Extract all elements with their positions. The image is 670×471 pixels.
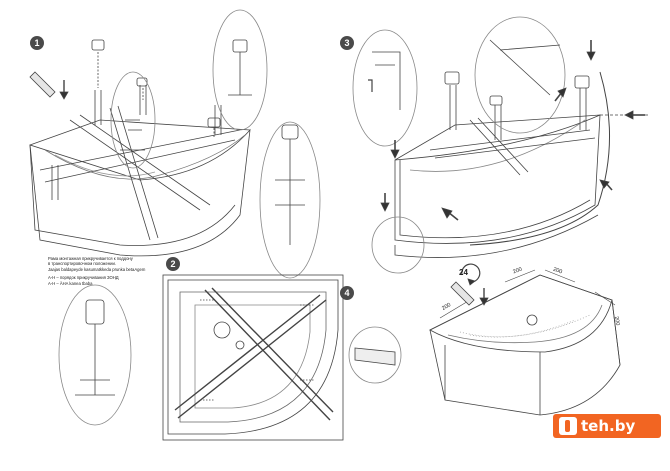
note-line-4: А-Н – порядок прикручивания ЗОНД (48, 275, 119, 281)
step-4-badge: 4 (340, 286, 354, 300)
note-line-5: A-H – ÄHA kanea tbaba (48, 280, 93, 286)
panel-3-drawing (352, 16, 650, 274)
note-line-3: Jaajas baldapeyde kasumatkkeda prunka be… (48, 266, 146, 272)
logo-mark-icon (559, 417, 577, 435)
rotation-label: 24 (459, 268, 468, 277)
panel-2-drawing (162, 274, 344, 441)
step-2-badge: 2 (166, 257, 180, 271)
note-line-1: Рама монтажная прикручивается к поддону (48, 256, 133, 261)
panel-1-drawing (29, 9, 321, 426)
step-3-badge: 3 (340, 36, 354, 50)
step-1-badge: 1 (30, 36, 44, 50)
panel-4-drawing (348, 263, 621, 416)
note-line-2: в транспортировочном положении. (48, 261, 116, 267)
instruction-note: Рама монтажная прикручивается к поддону … (48, 256, 145, 286)
teh-by-logo[interactable]: teh.by (553, 414, 661, 438)
logo-text: teh.by (581, 417, 636, 435)
